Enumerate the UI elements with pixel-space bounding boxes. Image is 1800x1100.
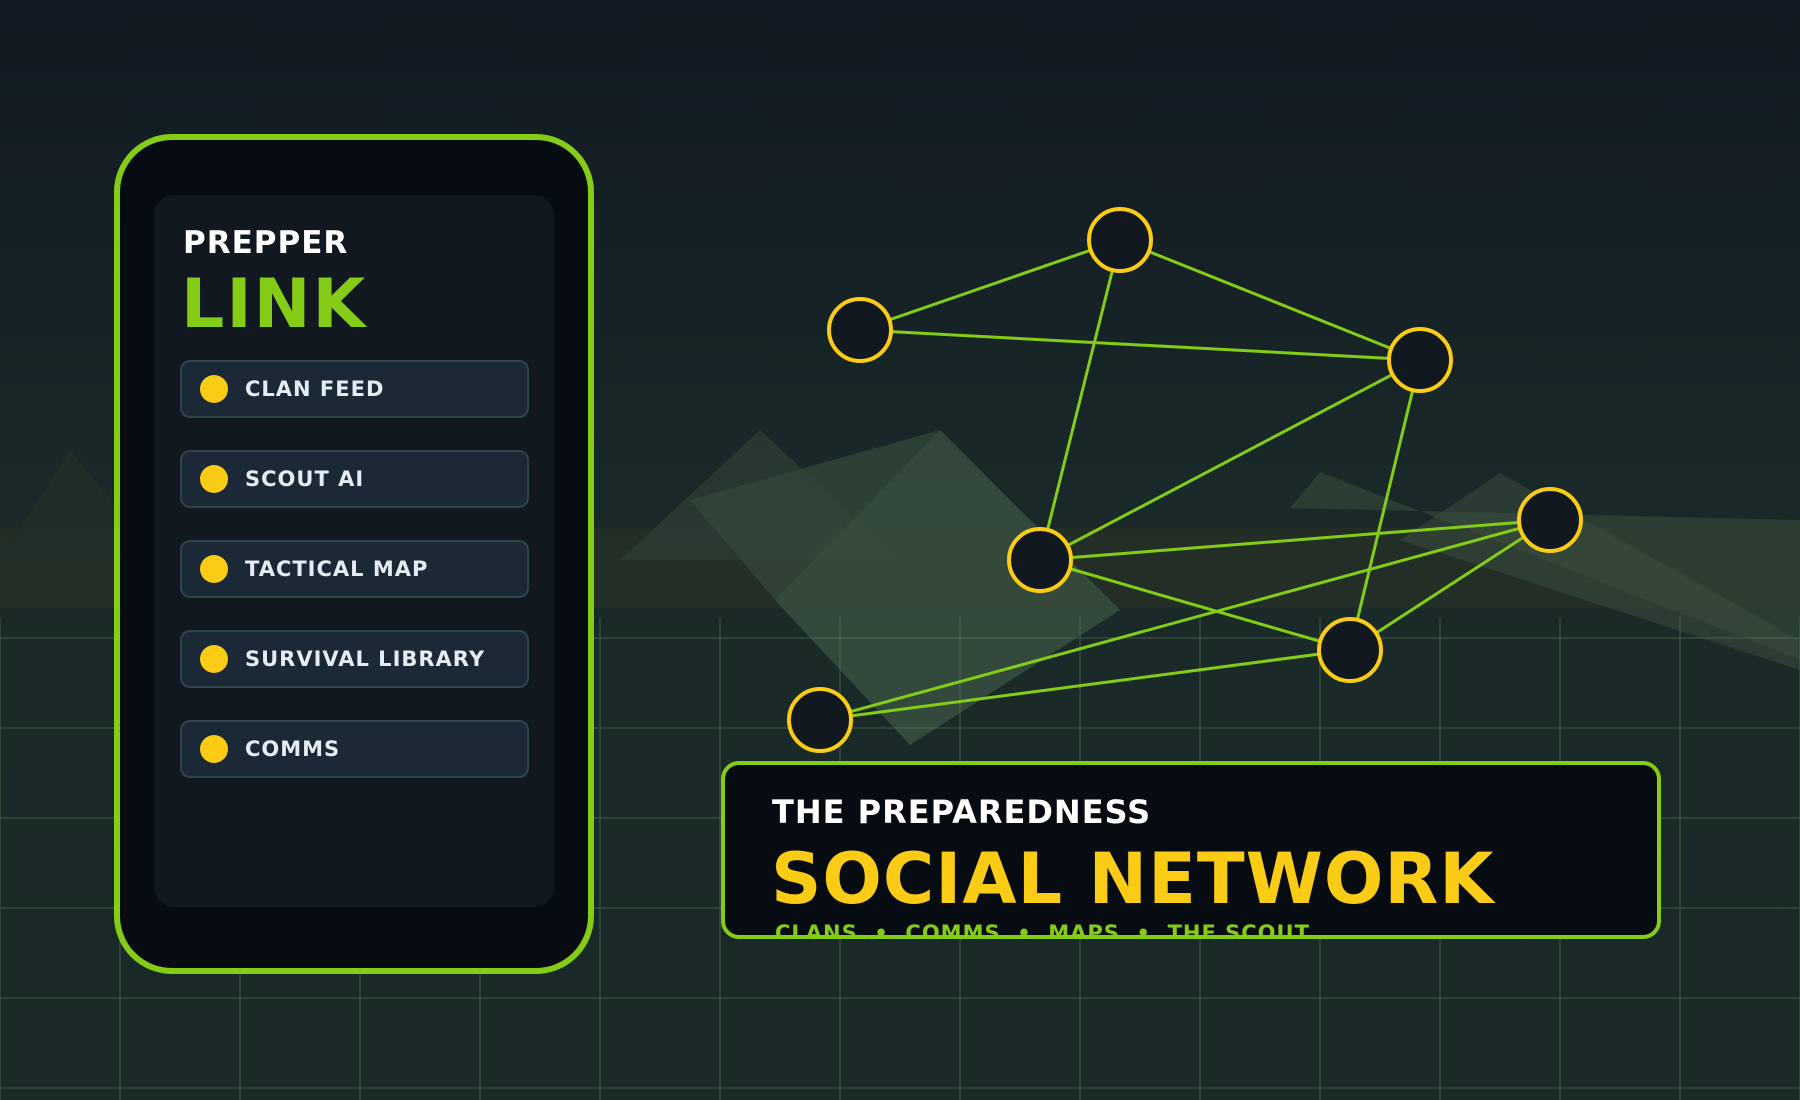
menu-item-scout-ai[interactable]: SCOUT AI bbox=[180, 450, 529, 508]
mountain-peak bbox=[775, 430, 1120, 745]
menu-item-comms[interactable]: COMMS bbox=[180, 720, 529, 778]
mountain-right bbox=[1290, 472, 1800, 660]
banner-title: SOCIAL NETWORK bbox=[771, 838, 1495, 920]
main-menu: CLAN FEED SCOUT AI TACTICAL MAP SURVIVAL… bbox=[180, 360, 529, 810]
phone-screen: PREPPER LINK CLAN FEED SCOUT AI TACTICAL… bbox=[154, 195, 554, 907]
network-edge bbox=[1039, 558, 1351, 652]
network-node bbox=[1387, 327, 1453, 393]
banner-eyebrow: THE PREPAREDNESS bbox=[772, 793, 1152, 831]
menu-item-clan-feed[interactable]: CLAN FEED bbox=[180, 360, 529, 418]
network-graph bbox=[787, 207, 1583, 753]
yellow-dot-icon bbox=[200, 465, 228, 493]
network-edge bbox=[1349, 518, 1551, 652]
menu-item-label: COMMS bbox=[245, 737, 341, 761]
network-edge bbox=[1039, 518, 1551, 562]
yellow-dot-icon bbox=[200, 735, 228, 763]
menu-item-tactical-map[interactable]: TACTICAL MAP bbox=[180, 540, 529, 598]
menu-item-label: SURVIVAL LIBRARY bbox=[245, 647, 486, 671]
brand-prepper: PREPPER bbox=[183, 225, 349, 261]
menu-item-label: CLAN FEED bbox=[245, 377, 385, 401]
network-node bbox=[1007, 527, 1073, 593]
network-edge bbox=[819, 648, 1351, 722]
network-edge bbox=[819, 518, 1551, 722]
network-edge bbox=[859, 238, 1121, 332]
mountain-right-2 bbox=[1400, 473, 1800, 670]
network-edge bbox=[1038, 239, 1122, 561]
phone-frame: PREPPER LINK CLAN FEED SCOUT AI TACTICAL… bbox=[114, 134, 594, 974]
network-edge bbox=[1039, 358, 1421, 562]
network-node bbox=[1317, 617, 1383, 683]
yellow-dot-icon bbox=[200, 645, 228, 673]
network-edge bbox=[1348, 359, 1422, 651]
yellow-dot-icon bbox=[200, 555, 228, 583]
banner-tags: CLANS • COMMS • MAPS • THE SCOUT bbox=[775, 921, 1310, 939]
tagline-banner: THE PREPAREDNESS SOCIAL NETWORK CLANS • … bbox=[721, 761, 1661, 939]
network-edge bbox=[859, 328, 1421, 362]
menu-item-label: SCOUT AI bbox=[245, 467, 365, 491]
network-edge bbox=[1119, 238, 1421, 362]
brand-link: LINK bbox=[181, 265, 368, 344]
network-node bbox=[1087, 207, 1153, 273]
network-node bbox=[787, 687, 853, 753]
menu-item-label: TACTICAL MAP bbox=[245, 557, 429, 581]
menu-item-survival-library[interactable]: SURVIVAL LIBRARY bbox=[180, 630, 529, 688]
network-node bbox=[827, 297, 893, 363]
network-node bbox=[1517, 487, 1583, 553]
yellow-dot-icon bbox=[200, 375, 228, 403]
